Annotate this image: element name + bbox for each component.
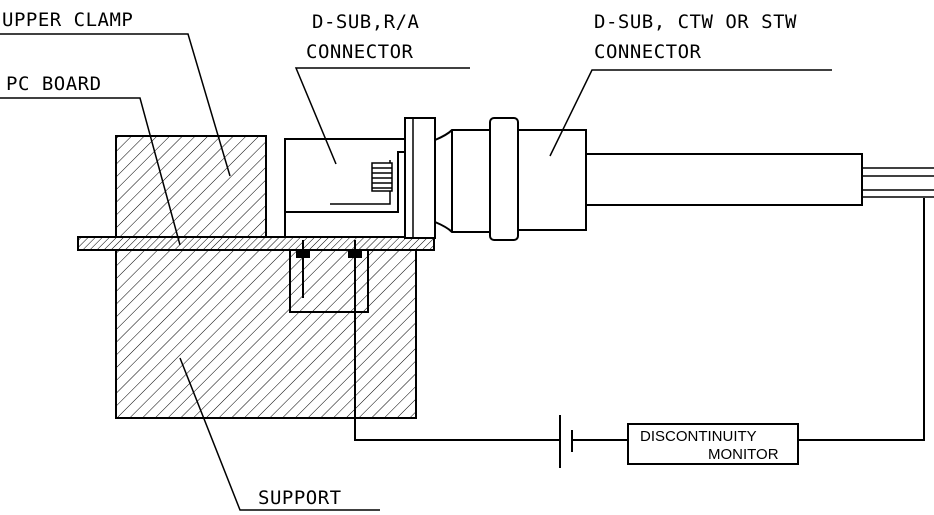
- discontinuity-monitor-box: [627, 423, 799, 465]
- label-dsub-ra-line1: D-SUB,R/A: [312, 11, 420, 33]
- leader-upper-clamp: [0, 33, 231, 177]
- ctw-connector-shell-left: [434, 129, 490, 233]
- collar-ring: [489, 117, 519, 241]
- support-block: [115, 249, 417, 419]
- leader-support: [179, 357, 380, 511]
- pc-board: [77, 236, 435, 251]
- leader-dsub-ctw: [549, 69, 832, 157]
- cable-boot: [585, 153, 863, 206]
- label-support: SUPPORT: [258, 487, 342, 509]
- label-pc-board: PC BOARD: [6, 73, 102, 95]
- label-monitor-line1: DISCONTINUITY: [640, 428, 757, 445]
- label-upper-clamp: UPPER CLAMP: [2, 9, 133, 31]
- mating-flange: [404, 117, 436, 239]
- circuit-wire-right: [798, 198, 925, 441]
- label-dsub-ctw-line1: D-SUB, CTW OR STW: [594, 11, 797, 33]
- circuit-wire-left: [354, 298, 560, 441]
- upper-clamp-block: [115, 135, 267, 238]
- label-monitor-line2: MONITOR: [708, 446, 779, 463]
- leader-pc-board: [0, 97, 181, 246]
- leader-dsub-ra: [294, 67, 470, 165]
- label-dsub-ctw-line2: CONNECTOR: [594, 41, 702, 63]
- screw: [371, 162, 393, 192]
- pin-well: [289, 250, 369, 313]
- label-dsub-ra-line2: CONNECTOR: [306, 41, 414, 63]
- ctw-connector-body: [517, 129, 587, 231]
